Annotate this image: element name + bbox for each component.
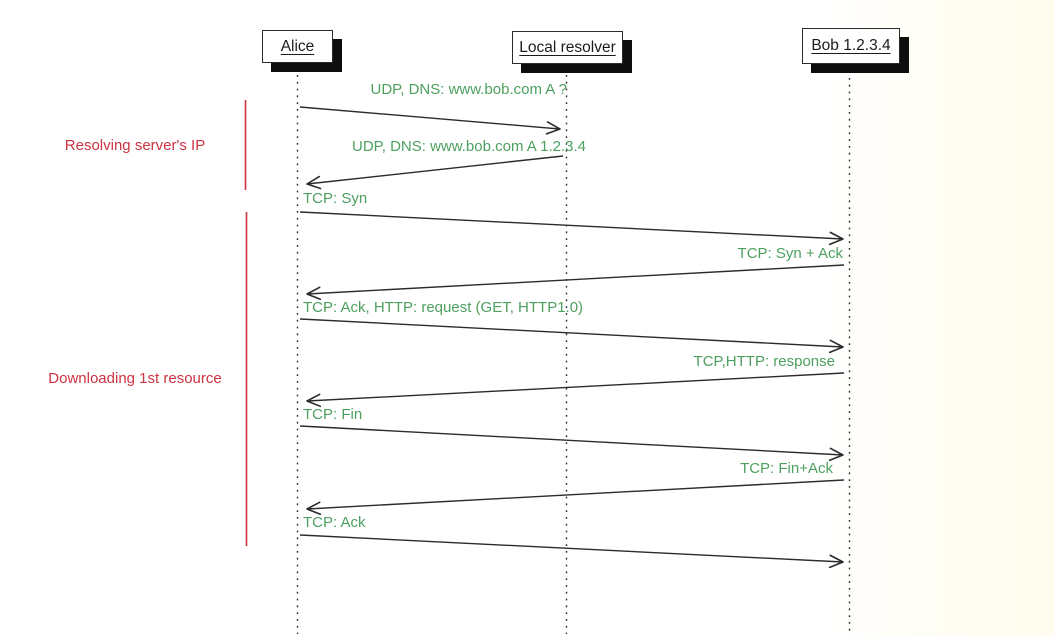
message-label-tcp-syn: TCP: Syn (303, 190, 368, 207)
message-label-tcp-last-ack: TCP: Ack (303, 514, 366, 531)
message-label-http-response: TCP,HTTP: response (693, 353, 835, 370)
actor-box-local-resolver: Local resolver (512, 31, 623, 64)
actor-label-bob: Bob 1.2.3.4 (811, 37, 891, 54)
arrow-dns-answer (306, 155, 564, 190)
arrow-http-request (299, 318, 844, 354)
actor-label-local-resolver: Local resolver (519, 38, 616, 56)
arrow-tcp-last-ack (299, 534, 844, 569)
message-label-tcp-fin-ack: TCP: Fin+Ack (740, 460, 833, 477)
message-label-dns-answer: UDP, DNS: www.bob.com A 1.2.3.4 (352, 138, 587, 155)
phase-label-downloading: Downloading 1st resource (48, 370, 222, 387)
actor-box-bob: Bob 1.2.3.4 (802, 28, 900, 64)
message-label-tcp-fin: TCP: Fin (303, 406, 363, 423)
message-label-tcp-syn-ack: TCP: Syn + Ack (737, 245, 843, 262)
arrow-dns-query (299, 106, 561, 135)
arrow-tcp-syn-ack (306, 264, 845, 301)
arrow-tcp-fin (299, 425, 844, 462)
actor-label-alice: Alice (280, 37, 315, 55)
phase-label-resolving: Resolving server's IP (64, 137, 206, 154)
message-label-dns-query: UDP, DNS: www.bob.com A ? (370, 81, 567, 98)
arrow-http-response (306, 372, 845, 408)
arrow-tcp-syn (299, 211, 844, 246)
arrow-tcp-fin-ack (306, 479, 845, 516)
message-label-http-request: TCP: Ack, HTTP: request (GET, HTTP1.0) (303, 299, 584, 316)
actor-box-alice: Alice (262, 30, 333, 63)
